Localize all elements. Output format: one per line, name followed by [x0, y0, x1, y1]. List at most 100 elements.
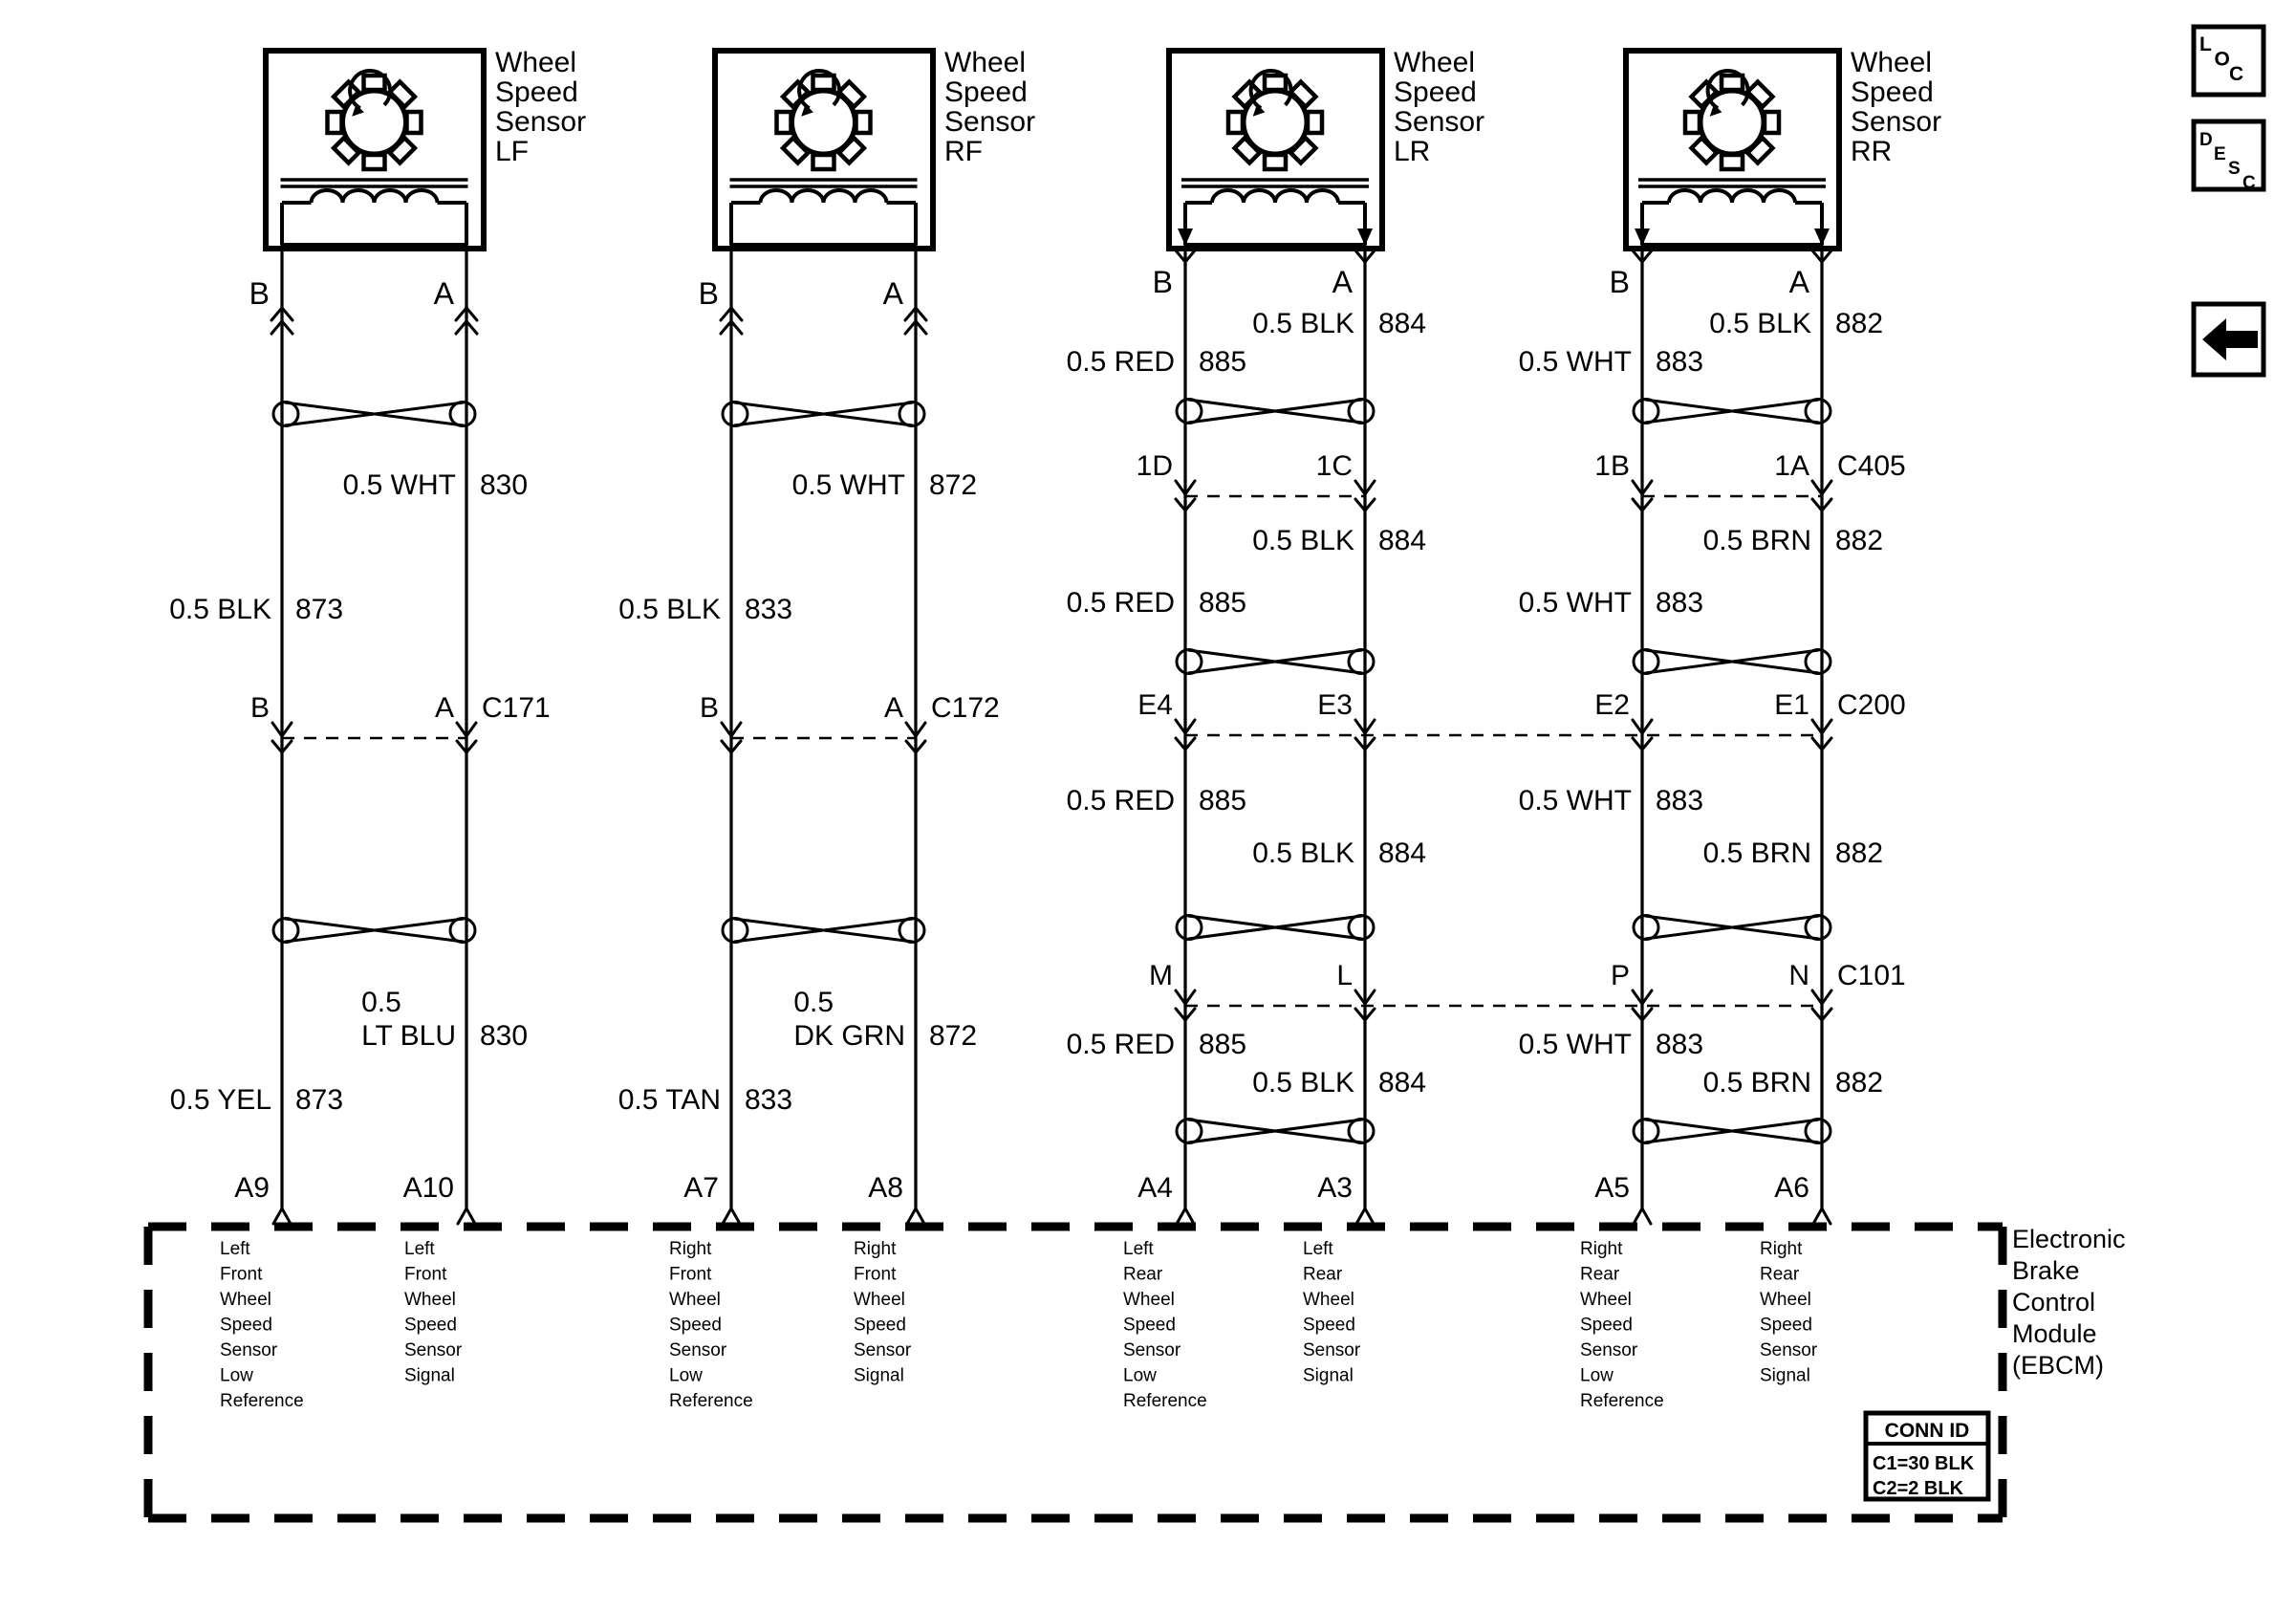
ebcm-label: Brake — [2012, 1256, 2080, 1285]
wire-arrow-down — [720, 721, 743, 739]
wire-chevron-up — [270, 305, 294, 322]
ebcm-pin-label: A5 — [1594, 1172, 1630, 1204]
line — [733, 917, 914, 944]
ebcm-pin-description: Speed — [1580, 1316, 1633, 1336]
sensor-pin-label: B — [1610, 265, 1630, 299]
ebcm-pin-description: Rear — [1303, 1265, 1343, 1285]
wire-label: LT BLU — [361, 1020, 456, 1052]
wire-arrow-down — [1174, 989, 1197, 1007]
circuit-number: 884 — [1378, 838, 1426, 869]
ebcm-pin-description: Sensor — [1760, 1340, 1818, 1360]
sensor-title: RF — [944, 136, 983, 167]
twisted-pair-icon — [721, 917, 926, 944]
wire-chevron-up — [903, 305, 928, 322]
wire-arrow-down — [1354, 479, 1376, 497]
wire-label: 0.5 WHT — [1519, 785, 1632, 816]
connector-pin-label: B — [250, 692, 270, 724]
line — [1187, 648, 1363, 675]
wire-chevron-down — [455, 739, 478, 755]
conn-id-row: C1=30 BLK — [1873, 1453, 1975, 1474]
back-button[interactable] — [2191, 301, 2266, 378]
rotation-arrow-icon — [1705, 68, 1750, 110]
ebcm-pin-description: Sensor — [404, 1340, 463, 1360]
ebcm-pin-description: Reference — [1123, 1391, 1207, 1411]
tone-wheel-icon — [325, 68, 423, 172]
ebcm-pin-description: Wheel — [854, 1290, 905, 1310]
twisted-pair-icon — [271, 401, 477, 427]
desc-button-frame — [2191, 119, 2266, 192]
desc-button-letter: C — [2242, 173, 2256, 193]
ebcm-pin-description: Wheel — [1580, 1290, 1632, 1310]
ebcm-pin-description: Front — [669, 1265, 712, 1285]
ebcm-terminal-fork — [1632, 1205, 1653, 1226]
conn-id-header: CONN ID — [1885, 1420, 1970, 1442]
wire-chevron-down — [1354, 736, 1376, 752]
sensor-pin-label: B — [699, 276, 719, 311]
line — [1187, 398, 1363, 424]
ebcm-pin-description: Front — [854, 1265, 897, 1285]
connector-pin-label: P — [1611, 960, 1630, 991]
ebcm-pin-description: Signal — [1760, 1366, 1810, 1386]
ebcm-pin-description: Wheel — [1760, 1290, 1811, 1310]
circuit-number: 884 — [1378, 1067, 1426, 1099]
ebcm-pin-description: Speed — [669, 1316, 722, 1336]
wire-label: 0.5 TAN — [618, 1084, 721, 1116]
sensor-title: Speed — [1394, 76, 1477, 108]
ebcm-pin-description: Wheel — [1123, 1290, 1175, 1310]
wire-label: 0.5 BRN — [1703, 838, 1811, 869]
rotation-arrowhead — [352, 104, 364, 117]
line — [1187, 914, 1363, 941]
circuit-number: 873 — [295, 1084, 343, 1116]
twisted-pair-icon — [1632, 398, 1832, 424]
ebcm-pin-description: Sensor — [1123, 1340, 1181, 1360]
sensor-box — [1166, 48, 1385, 251]
wire-arrow-down — [1174, 718, 1197, 736]
ebcm-pin-description: Left — [220, 1239, 250, 1259]
wire-label: 0.5 WHT — [792, 469, 905, 501]
wire-chevron-up — [903, 318, 928, 336]
ebcm-pin-description: Sensor — [1580, 1340, 1638, 1360]
ebcm-pin-description: Right — [1580, 1239, 1623, 1259]
connector-name: C405 — [1837, 450, 1906, 482]
circuit-number: 872 — [929, 1020, 977, 1052]
ebcm-pin-label: A9 — [234, 1172, 270, 1204]
circuit-number: 883 — [1656, 785, 1703, 816]
ebcm-pin-description: Signal — [1303, 1366, 1354, 1386]
ebcm-pin-description: Rear — [1580, 1265, 1620, 1285]
ebcm-terminal-fork — [1175, 1205, 1196, 1226]
line — [1644, 914, 1820, 941]
wire-label: 0.5 — [361, 987, 401, 1018]
connector-pin-label: E4 — [1137, 689, 1173, 721]
wire-chevron-down — [1810, 497, 1833, 513]
wire-label: DK GRN — [793, 1020, 905, 1052]
sensor-box — [712, 48, 936, 251]
ebcm-pin-description: Low — [669, 1366, 703, 1386]
ebcm-pin-description: Signal — [404, 1366, 455, 1386]
ebcm-pin-description: Signal — [854, 1366, 904, 1386]
ebcm-pin-description: Speed — [1303, 1316, 1355, 1336]
ebcm-pin-description: Low — [220, 1366, 253, 1386]
rotation-arrow-icon — [797, 68, 842, 110]
wire-label: 0.5 BRN — [1703, 525, 1811, 556]
wire-arrow-down — [904, 721, 927, 739]
sensor-title: Wheel — [1851, 47, 1932, 78]
loc-button[interactable]: LOC — [2191, 24, 2266, 98]
twisted-pair-icon — [1175, 398, 1375, 424]
twisted-pair-icon — [1632, 914, 1832, 941]
wire-chevron-down — [1631, 497, 1654, 513]
wire-label: 0.5 RED — [1067, 587, 1175, 619]
wire-arrow-down — [1810, 718, 1833, 736]
wire-chevron-down — [1810, 249, 1833, 265]
wire-chevron-up — [454, 305, 479, 322]
circuit-number: 882 — [1835, 1067, 1883, 1099]
rotation-arrow-icon — [1248, 68, 1293, 110]
connector-name: C172 — [931, 692, 1000, 724]
